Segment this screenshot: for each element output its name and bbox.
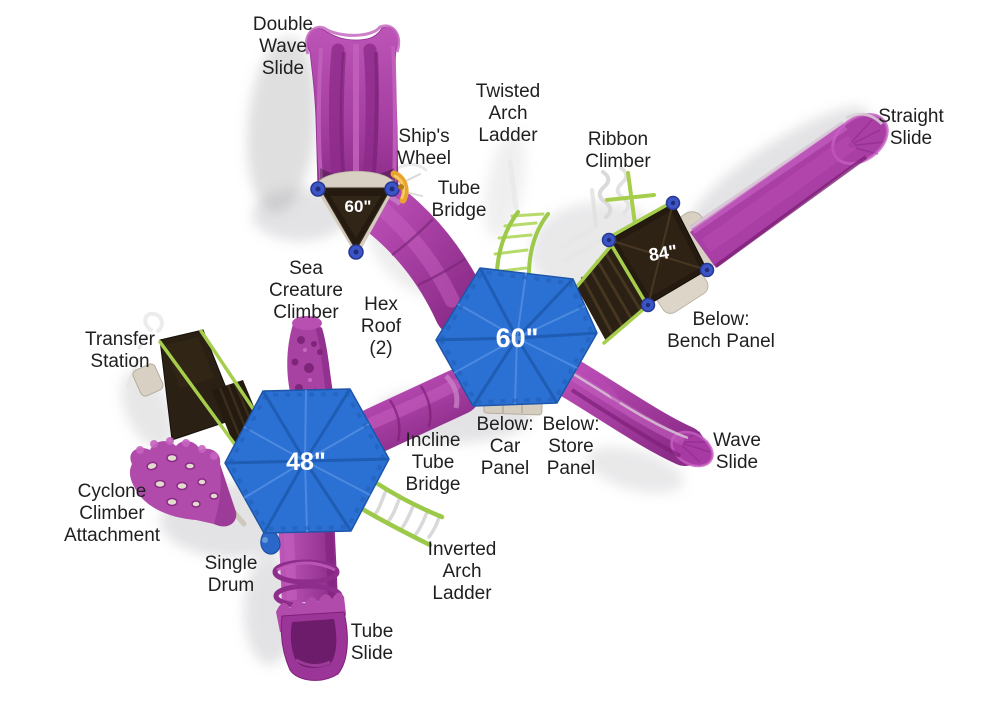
tube-slide-graphic: [272, 515, 348, 681]
triangle-platform: [318, 170, 394, 189]
deck-84: [601, 195, 715, 313]
deck-connectors: [601, 195, 715, 313]
ramp-to-84-deck: [572, 239, 655, 345]
inverted-arch-ladder-graphic: [358, 478, 445, 548]
measurement-triangle-deck: 60": [345, 197, 372, 216]
incline-tube-bridge-graphic: [353, 369, 481, 453]
measurement-48-hex: 48": [286, 448, 326, 476]
wave-slide-graphic: [550, 358, 714, 468]
measurement-84-deck: 84": [647, 241, 678, 265]
double-wave-slide-graphic: [304, 24, 401, 193]
straight-slide-graphic: [689, 112, 889, 268]
hex-roof-60-graphic: [435, 267, 598, 407]
ships-wheel-graphic: [390, 170, 423, 204]
measurement-60-hex: 60": [496, 323, 539, 353]
cyclone-climber-graphic: [129, 437, 247, 527]
hex-roof-48-graphic: [224, 388, 390, 534]
ribbon-climber-graphic: [590, 166, 656, 227]
